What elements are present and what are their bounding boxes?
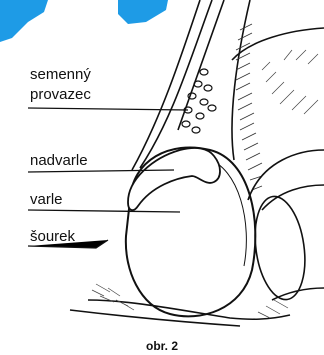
cylinder-hatching bbox=[262, 50, 318, 114]
label-sourek: šourek bbox=[30, 228, 75, 245]
blue-mark-left bbox=[0, 0, 48, 42]
spermatic-cord-rings bbox=[182, 69, 216, 133]
blue-mark-right bbox=[118, 0, 168, 24]
label-varle: varle bbox=[30, 191, 63, 208]
right-cylinder bbox=[232, 28, 324, 303]
label-semenny: semenný bbox=[30, 66, 91, 83]
leader-varle bbox=[28, 210, 180, 212]
epididymis bbox=[128, 148, 220, 210]
label-nadvarle: nadvarle bbox=[30, 152, 88, 169]
figure-caption: obr. 2 bbox=[0, 339, 324, 353]
leader-provazec bbox=[28, 108, 188, 110]
label-provazec: provazec bbox=[30, 86, 91, 103]
